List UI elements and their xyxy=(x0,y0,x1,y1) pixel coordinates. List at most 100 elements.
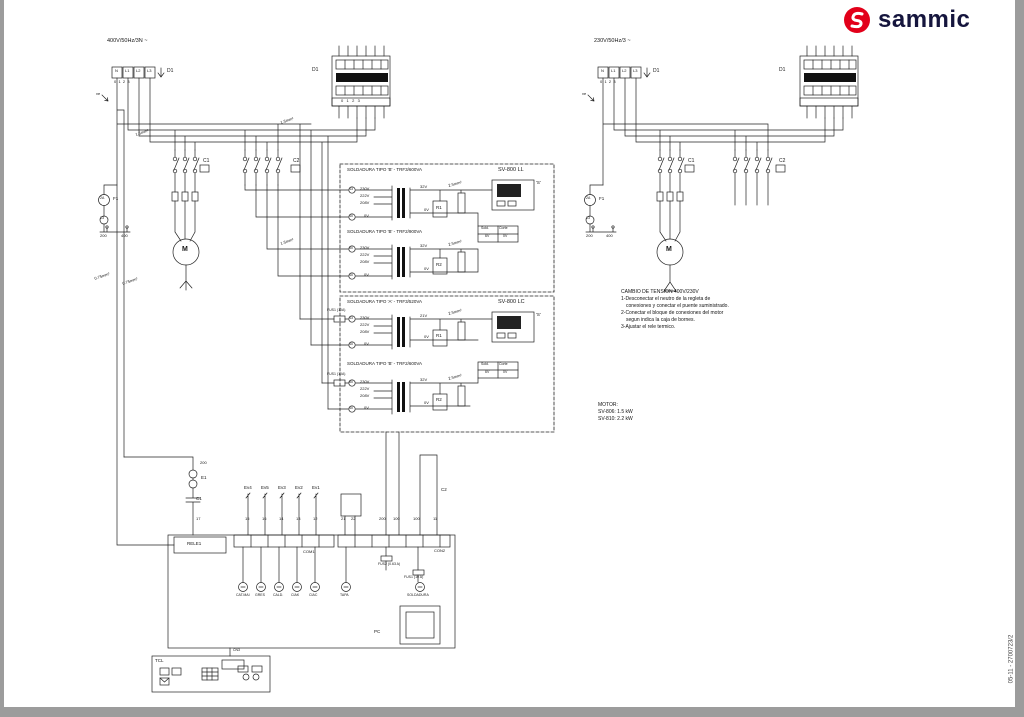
right-wiring xyxy=(584,77,844,233)
ll-t2-in-222: 222V xyxy=(360,252,370,257)
fuse-f1-right: F1 xyxy=(599,196,605,201)
lc-t3-in-0: 0V xyxy=(364,341,369,346)
terminal-l2-right: L2 xyxy=(622,68,627,73)
led-catmai: CAT.MAI xyxy=(236,593,250,597)
instruction-line-4: segun indica la caja de bornes. xyxy=(626,317,695,323)
lc-t4-term-bot: 40 xyxy=(349,406,353,410)
lc-t4-in-208: 208V xyxy=(360,393,370,398)
motor-right-symbol xyxy=(656,238,684,292)
valve-ev1: Ev1 xyxy=(312,485,320,490)
contactor-c2-right-symbol xyxy=(732,149,786,206)
contactor-c2-right: C2 xyxy=(779,158,786,164)
pin-200: 200 xyxy=(379,516,386,521)
terminal-numbers-right: 0 1 2 3 xyxy=(600,79,616,84)
led-cald: CALD. xyxy=(273,593,284,597)
motor-info-sv806: SV-806: 1.5 kW xyxy=(598,409,633,415)
lc-fus-b: FUS1 (10A) xyxy=(327,372,346,376)
pin-21: 21 xyxy=(341,516,346,521)
lc-t3-in-208: 208V xyxy=(360,329,370,334)
motor-info-sv810: SV-810: 2.2 kW xyxy=(598,416,633,422)
ll-t2-out-bot: 0V xyxy=(424,266,429,271)
led-gres: GRES xyxy=(255,593,265,597)
ll-t1-in-222: 222V xyxy=(360,193,370,198)
pin-16: 16 xyxy=(262,516,267,521)
ll-s-callout: 'S' xyxy=(536,180,541,185)
board-c1-cap: C1 xyxy=(196,496,202,501)
board-c2: C2 xyxy=(441,487,447,492)
sammic-logo-text: sammic xyxy=(878,6,971,33)
pin-15: 15 xyxy=(245,516,250,521)
lc-corte-v: 0V xyxy=(503,370,508,374)
contactor-c2-left-symbol xyxy=(242,149,393,410)
terminal-strip-d1-right: D1 xyxy=(653,68,660,74)
ll-t2-term-bot: 40 xyxy=(349,273,353,277)
connector-d1-left-label: D1 xyxy=(312,67,319,73)
contactor-c1-left-symbol xyxy=(171,149,210,242)
board-cn3: CN3 xyxy=(233,648,241,652)
instruction-line-5: 3-Ajustar el rele termico. xyxy=(621,324,676,330)
ll-corte-v: 0V xyxy=(503,234,508,238)
contactor-c1-left: C1 xyxy=(203,158,210,164)
ll-t2-term-top: 80 xyxy=(349,246,353,250)
tap-400-left: 400 xyxy=(121,233,128,238)
ll-t2-in-230: 230V xyxy=(360,245,370,250)
ll-t2-in-0: 0V xyxy=(364,272,369,277)
ll-t1-term-top: 43 xyxy=(349,187,353,191)
ll-corte: Corte xyxy=(499,226,508,230)
ll-t1-in-0: 0V xyxy=(364,213,369,218)
lc-title-1: SOLDADURA TIPO 'A' - TRF3/520VA xyxy=(347,299,422,304)
motor-left-symbol xyxy=(172,238,200,291)
valve-ev4: Ev4 xyxy=(244,485,252,490)
connector-d1-right-label: D1 xyxy=(779,67,786,73)
fuse-fus2: FUS2 (0.63 A) xyxy=(378,562,401,566)
tcl-label: TCL xyxy=(155,658,164,663)
fuse-fus1: FUS1 (10 A) xyxy=(404,575,424,579)
board-wire-200: 200 xyxy=(200,460,207,465)
lc-t3-in-222: 222V xyxy=(360,322,370,327)
instruction-line-2: conexiones y conectar el puente suminist… xyxy=(626,303,729,309)
pin-100b: 100 xyxy=(413,516,420,521)
lc-t4-term-top: 80 xyxy=(349,380,353,384)
connector-d1-right-block xyxy=(799,45,859,119)
sammic-logo-icon xyxy=(844,7,870,33)
led-ciac: CIAC xyxy=(309,593,318,597)
contactor-c1-right: C1 xyxy=(688,158,695,164)
ll-t1-out-bot: 0V xyxy=(424,207,429,212)
ll-r2: R2 xyxy=(436,262,442,267)
pin-100a: 100 xyxy=(393,516,400,521)
terminal-l3-right: L3 xyxy=(633,68,638,73)
motor-info: MOTOR: SV-806: 1.5 kW SV-810: 2.2 kW xyxy=(598,402,633,423)
lc-r2: R2 xyxy=(436,397,442,402)
wire-ve-right: ve xyxy=(582,91,587,96)
lc-t3-in-230: 230V xyxy=(360,315,370,320)
ll-r1: R1 xyxy=(436,205,442,210)
tap-200-left: 200 xyxy=(100,233,107,238)
ll-t1-out-top: 32V xyxy=(420,184,428,189)
valve-ev3: Ev3 xyxy=(278,485,286,490)
ll-title-1: SOLDADURA TIPO 'B' - TRF3/600VA xyxy=(347,167,422,172)
board-pc: PC xyxy=(374,629,381,634)
connector-com1: COM1 xyxy=(303,549,315,554)
page-margin-right xyxy=(1015,0,1024,716)
board-e1: E1 xyxy=(201,475,207,480)
voltage-change-instructions: CAMBIO DE TENSION 400V/230V 1-Desconecta… xyxy=(621,289,781,331)
tcl-panel xyxy=(151,655,271,693)
page-margin-left xyxy=(0,0,4,716)
lc-t4-in-230: 230V xyxy=(360,379,370,384)
tap-200-right: 200 xyxy=(586,233,593,238)
connector-con2: CON2 xyxy=(434,548,446,553)
motor-m-right: M xyxy=(666,246,672,253)
pin-13: 13 xyxy=(296,516,301,521)
left-wiring xyxy=(98,77,376,546)
instruction-line-3: 2-Conectar el bloque de conexiones del m… xyxy=(621,310,724,316)
relay-rele1: RELE1 xyxy=(187,541,202,546)
tap-400-right: 400 xyxy=(606,233,613,238)
pin-14: 14 xyxy=(279,516,284,521)
lc-r1: R1 xyxy=(436,333,442,338)
ll-sold: Sold. xyxy=(481,226,489,230)
terminal-l2-left: L2 xyxy=(136,68,141,73)
motor-info-title: MOTOR: xyxy=(598,402,618,408)
lc-title-2: SOLDADURA TIPO 'B' - TRF2/600VA xyxy=(347,361,422,366)
supply-voltage-left: 400V/50Hz/3N ~ xyxy=(107,38,148,44)
